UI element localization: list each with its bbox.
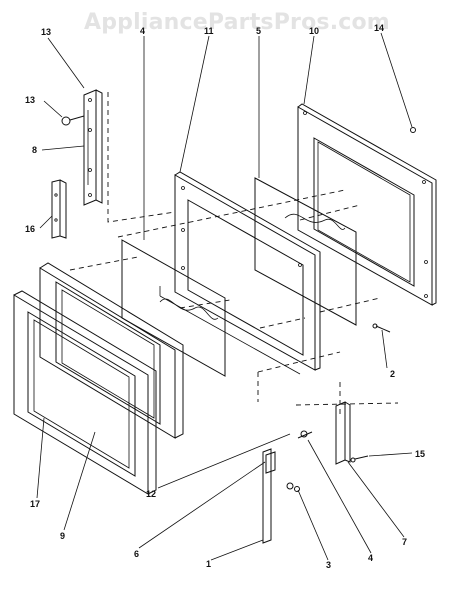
callout-16: 16 bbox=[25, 224, 35, 234]
watermark: AppliancePartsPros.com bbox=[84, 10, 390, 35]
door-frame-10 bbox=[297, 103, 437, 306]
callout-4: 4 bbox=[368, 553, 373, 563]
callout-13: 13 bbox=[41, 27, 51, 37]
assembly-dash-lines bbox=[69, 92, 399, 415]
callout-labels: 13 13 8 16 4 11 5 10 14 2 15 12 17 9 6 1… bbox=[25, 23, 425, 570]
inner-frame-11 bbox=[159, 171, 321, 375]
door-frame-9 bbox=[39, 262, 184, 439]
callout-3: 3 bbox=[326, 560, 331, 570]
callout-15: 15 bbox=[415, 449, 425, 459]
callout-5: 5 bbox=[256, 26, 261, 36]
callout-11: 11 bbox=[204, 26, 214, 36]
callout-4: 4 bbox=[140, 26, 145, 36]
callout-17: 17 bbox=[30, 499, 40, 509]
callout-12: 12 bbox=[146, 489, 156, 499]
callout-2: 2 bbox=[390, 369, 395, 379]
small-parts-cluster bbox=[265, 430, 313, 492]
callout-8: 8 bbox=[32, 145, 37, 155]
leader-lines bbox=[36, 32, 413, 561]
callout-14: 14 bbox=[374, 23, 384, 33]
block-16 bbox=[51, 179, 67, 239]
screw-13 bbox=[61, 115, 85, 126]
callout-1: 1 bbox=[206, 559, 211, 569]
callout-7: 7 bbox=[402, 537, 407, 547]
latch-bracket-7 bbox=[335, 401, 351, 465]
screen-panel-5 bbox=[254, 177, 357, 326]
callout-10: 10 bbox=[309, 26, 319, 36]
callout-6: 6 bbox=[134, 549, 139, 559]
screws bbox=[350, 127, 416, 463]
glass-pane-4 bbox=[121, 239, 226, 377]
callout-13: 13 bbox=[25, 95, 35, 105]
hinge-bracket-8 bbox=[83, 89, 103, 206]
callout-9: 9 bbox=[60, 531, 65, 541]
plate-1 bbox=[262, 448, 272, 544]
door-frame-17 bbox=[13, 290, 157, 495]
